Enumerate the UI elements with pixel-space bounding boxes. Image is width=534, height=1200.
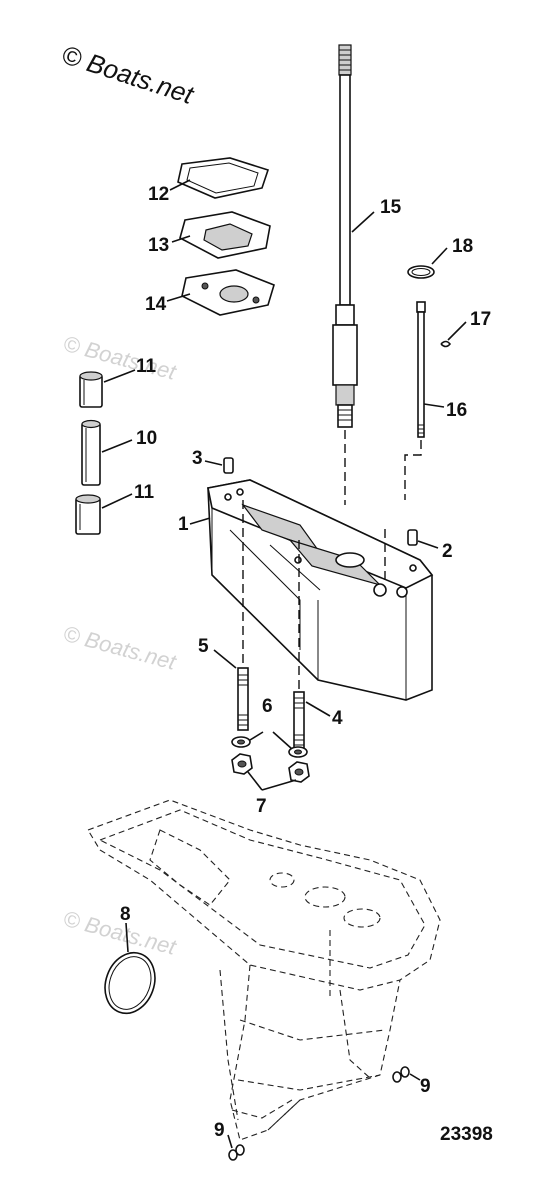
shift-shaft-guide-line (404, 440, 422, 500)
part-dowel-pin-left (223, 457, 234, 474)
gear-housing-reference (87, 799, 441, 1141)
callout-3: 3 (192, 448, 203, 469)
part-clip (440, 340, 452, 348)
part-shift-shaft (416, 301, 426, 438)
part-bushing-top (79, 371, 103, 408)
callout-1: 1 (178, 514, 189, 535)
callout-11-bottom: 11 (134, 482, 155, 503)
callout-7: 7 (256, 796, 267, 817)
callout-6: 6 (262, 696, 273, 717)
callout-8: 8 (120, 904, 131, 925)
part-o-ring (407, 265, 435, 279)
leader-lines (101, 179, 467, 1149)
part-tube (81, 419, 101, 486)
callout-17: 17 (470, 309, 491, 330)
callout-13: 13 (148, 235, 169, 256)
figure-number: 23398 (440, 1124, 493, 1145)
callout-10: 10 (136, 428, 157, 449)
callout-5: 5 (198, 636, 209, 657)
part-driveshaft (332, 44, 358, 428)
callout-14: 14 (145, 294, 167, 315)
callout-4: 4 (332, 708, 343, 729)
callout-16: 16 (446, 400, 467, 421)
part-stud-left (237, 667, 249, 731)
callout-18: 18 (452, 236, 473, 257)
callout-11-top: 11 (136, 356, 157, 377)
watermark-text: © Boats.net (61, 621, 180, 675)
callout-15: 15 (380, 197, 402, 218)
part-large-o-ring (104, 951, 156, 1015)
part-bushing-bottom (75, 494, 101, 535)
part-plug-upper (392, 1066, 410, 1083)
part-plug-lower (228, 1144, 245, 1161)
watermark-main: © Boats.net (58, 39, 199, 110)
callout-9-lower: 9 (214, 1120, 225, 1141)
callout-12: 12 (148, 184, 169, 205)
part-dowel-pin-right (407, 529, 418, 546)
part-driveshaft-housing (207, 479, 434, 701)
part-stud-right (293, 691, 305, 751)
watermark-text: © Boats.net (61, 331, 180, 385)
callout-9-upper: 9 (420, 1076, 431, 1097)
callout-2: 2 (442, 541, 453, 562)
part-o-ring-inner (411, 268, 431, 276)
